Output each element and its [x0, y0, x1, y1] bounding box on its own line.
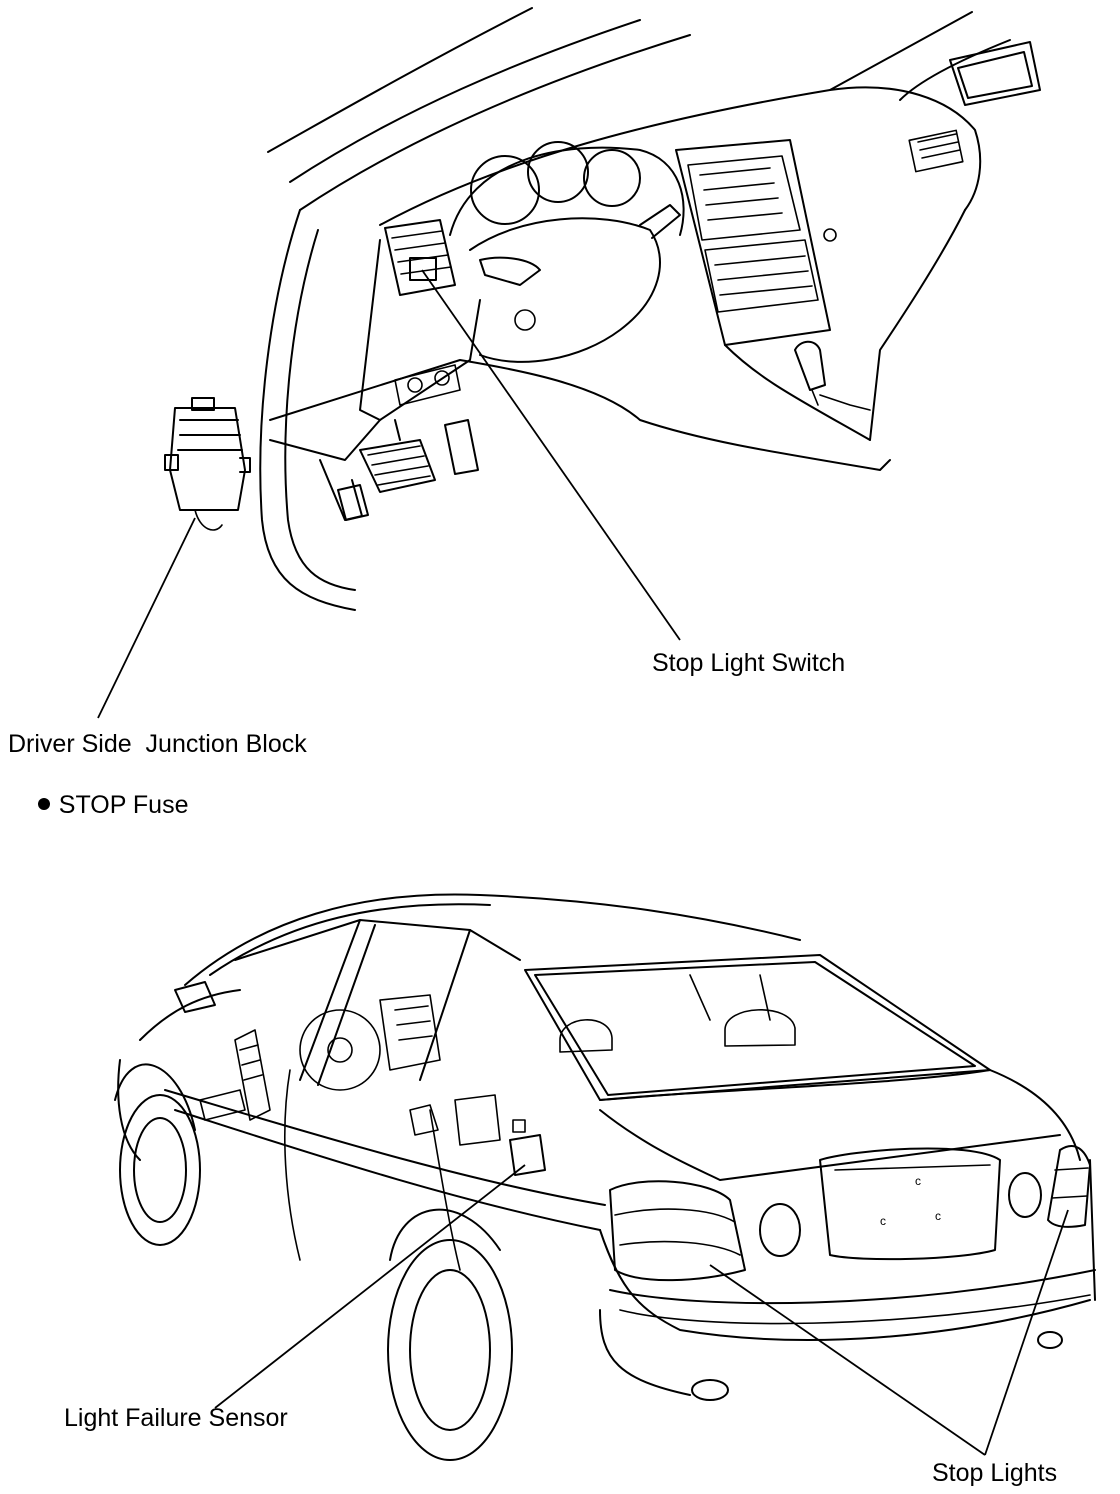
- stop-lights-right-leader: [984, 1209, 1069, 1456]
- junction-block-label: Driver Side Junction Block: [8, 730, 307, 758]
- stop-lights-left-leader: [709, 1264, 986, 1456]
- stop-light-switch-label: Stop Light Switch: [652, 649, 846, 677]
- light-failure-sensor-label: Light Failure Sensor: [64, 1404, 288, 1432]
- stop-fuse-line: STOP Fuse: [10, 768, 188, 843]
- light-failure-sensor-leader: [214, 1164, 526, 1409]
- stop-light-switch-leader: [421, 269, 681, 641]
- svg-text:c: c: [935, 1209, 941, 1223]
- stop-lights-label: Stop Lights: [932, 1459, 1058, 1487]
- junction-block-leader: [97, 517, 196, 719]
- stop-fuse-label: STOP Fuse: [58, 791, 189, 819]
- svg-text:c: c: [915, 1174, 921, 1188]
- bullet-dot-icon: [37, 798, 50, 810]
- svg-text:c: c: [880, 1214, 886, 1228]
